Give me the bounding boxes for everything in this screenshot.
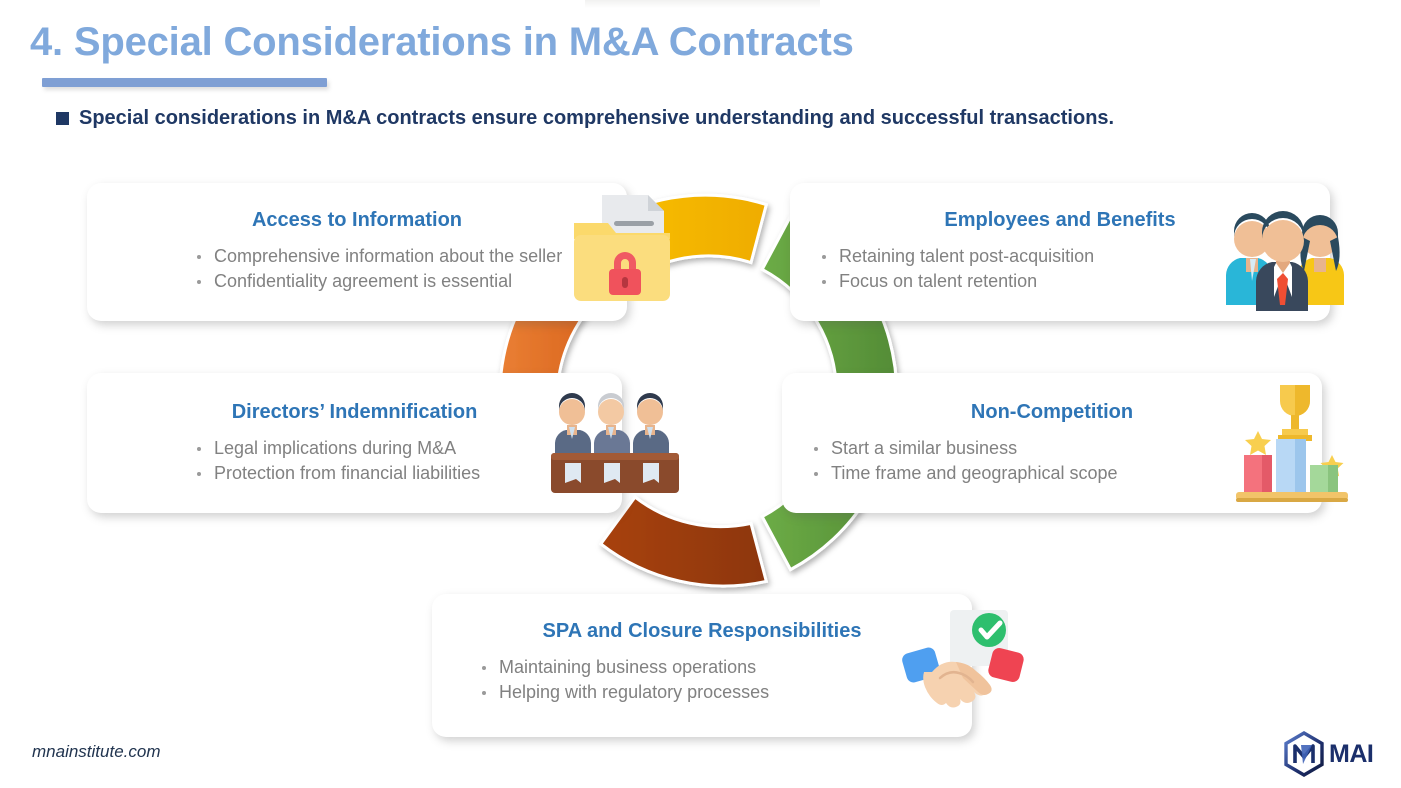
locked-folder-icon — [574, 195, 670, 301]
card-title: SPA and Closure Responsibilities — [542, 620, 862, 642]
logo-wordmark: MAI — [1329, 739, 1374, 768]
card-spa-and-closure-responsibilities[interactable]: SPA and Closure Responsibilities Maintai… — [432, 594, 1024, 737]
page-title: 4. Special Considerations in M&A Contrac… — [30, 20, 854, 64]
ring-segment-brown — [598, 494, 769, 588]
card-bullet-list: Retaining talent post-acquisition Focus … — [812, 244, 1330, 294]
card-non-competition[interactable]: Non-Competition Start a similar business… — [782, 373, 1348, 513]
people-group-icon — [1226, 211, 1344, 311]
card-access-to-information[interactable]: Access to Information Comprehensive info… — [87, 183, 670, 321]
podium-trophy-icon — [1236, 385, 1348, 502]
list-item: Protection from financial liabilities — [187, 461, 622, 486]
mai-logo: MAI — [1281, 730, 1389, 778]
list-item: Focus on talent retention — [812, 269, 1330, 294]
card-directors-indemnification[interactable]: Directors’ Indemnification Legal implica… — [87, 373, 679, 513]
list-item: Start a similar business — [804, 436, 1322, 461]
card-title: Access to Information — [251, 209, 463, 231]
card-bullet-list: Maintaining business operations Helping … — [472, 655, 972, 705]
list-item: Comprehensive information about the sell… — [187, 244, 627, 269]
board-of-directors-icon — [551, 393, 679, 493]
top-edge-artifact — [585, 0, 820, 8]
list-item: Helping with regulatory processes — [472, 680, 972, 705]
list-item: Confidentiality agreement is essential — [187, 269, 627, 294]
title-underline-rule — [42, 78, 327, 87]
card-title: Employees and Benefits — [944, 209, 1176, 231]
card-bullet-list: Comprehensive information about the sell… — [187, 244, 627, 294]
list-item: Time frame and geographical scope — [804, 461, 1322, 486]
subtitle-text: Special considerations in M&A contracts … — [79, 107, 1115, 129]
footer-website-url[interactable]: mnainstitute.com — [32, 742, 161, 761]
list-item: Retaining talent post-acquisition — [812, 244, 1330, 269]
subtitle-row: Special considerations in M&A contracts … — [56, 107, 1114, 130]
card-bullet-list: Start a similar business Time frame and … — [804, 436, 1322, 486]
card-employees-and-benefits[interactable]: Employees and Benefits Retaining talent … — [790, 183, 1344, 321]
card-title: Directors’ Indemnification — [231, 401, 478, 423]
list-item: Legal implications during M&A — [187, 436, 622, 461]
card-title: Non-Competition — [970, 401, 1134, 423]
handshake-check-icon — [902, 610, 1024, 708]
hexagon-m-monogram-icon — [1284, 731, 1324, 777]
list-item: Maintaining business operations — [472, 655, 972, 680]
square-bullet-icon — [56, 112, 69, 125]
card-bullet-list: Legal implications during M&A Protection… — [187, 436, 622, 486]
